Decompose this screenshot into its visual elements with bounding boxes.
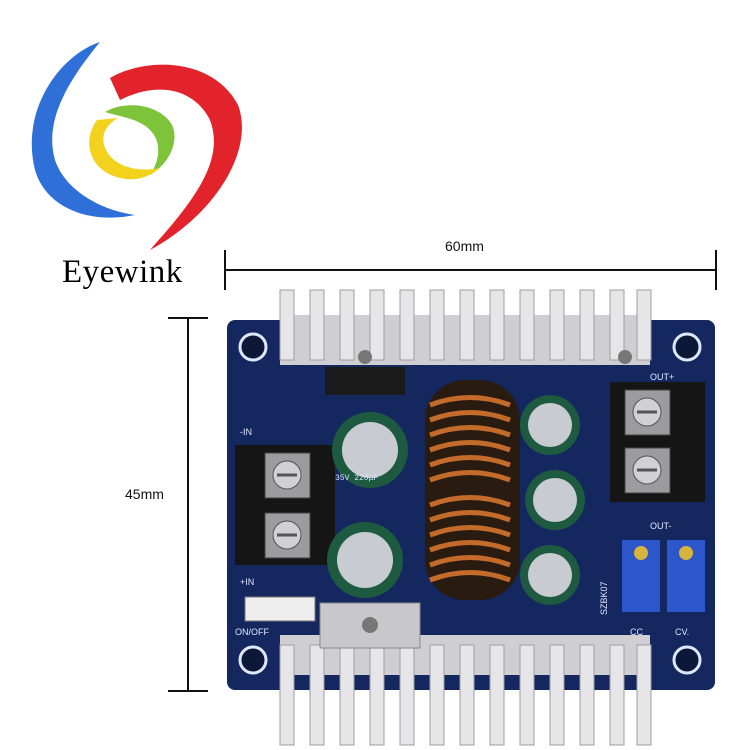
width-label: 60mm (445, 238, 484, 254)
potentiometers (622, 540, 705, 612)
mounting-holes (238, 332, 702, 675)
input-terminal-block (235, 445, 335, 565)
logo-red-swirl (110, 64, 242, 251)
pcb-board-photo: 35V 220μF (227, 289, 715, 746)
height-label: 45mm (125, 486, 164, 502)
brand-name: Eyewink (62, 254, 183, 290)
label-cv: CV. (675, 627, 689, 637)
label-in-minus: -IN (240, 427, 252, 437)
label-model: SZBK07 (599, 581, 609, 615)
cap-marking-1: 35V 220μF (335, 474, 378, 483)
output-capacitors (520, 395, 585, 605)
power-switch (244, 596, 316, 622)
logo-yellow-arc (89, 118, 160, 180)
input-capacitors: 35V 220μF (327, 412, 408, 598)
eyewink-logo (31, 42, 242, 251)
label-on-off: ON/OFF (235, 627, 269, 637)
logo-blue-swirl (31, 42, 135, 218)
bottom-heatsink (279, 602, 652, 746)
label-out-minus: OUT- (650, 521, 672, 531)
height-dimension-line (168, 317, 208, 692)
top-heatsink (279, 289, 652, 395)
width-dimension-line (224, 250, 717, 290)
toroid-inductor (425, 380, 520, 600)
label-in-plus: +IN (240, 577, 254, 587)
output-terminal-block (610, 382, 705, 502)
label-out-plus: OUT+ (650, 372, 674, 382)
logo-green-arc (105, 105, 175, 175)
label-cc: CC (630, 627, 643, 637)
